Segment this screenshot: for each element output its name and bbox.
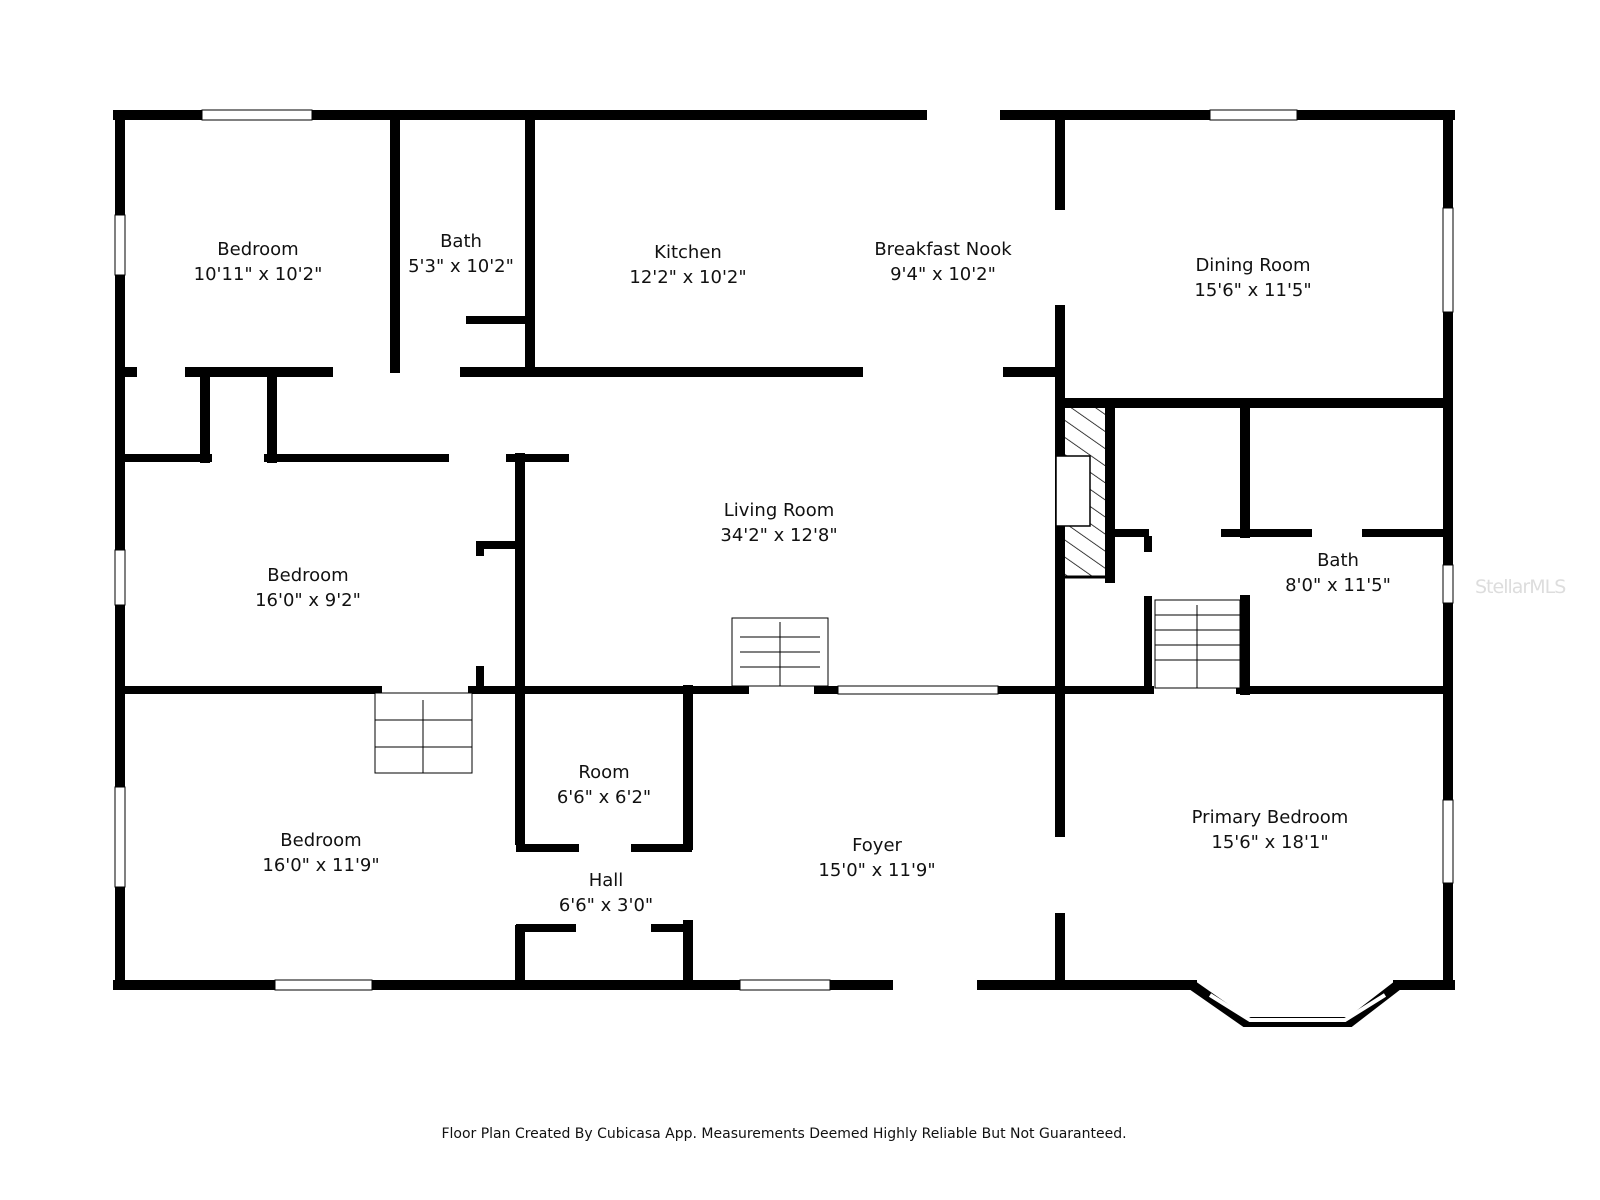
room-name: Breakfast Nook: [874, 239, 1012, 260]
room-name: Bedroom: [280, 830, 362, 851]
room-label-bedroom-3: Bedroom 16'0" x 11'9": [262, 828, 379, 878]
room-name: Primary Bedroom: [1191, 807, 1349, 828]
room-label-bath-2: Bath 8'0" x 11'5": [1285, 548, 1391, 598]
room-label-primary-bedroom: Primary Bedroom 15'6" x 18'1": [1192, 805, 1349, 855]
room-size: 34'2" x 12'8": [720, 525, 838, 546]
watermark: StellarMLS: [1475, 576, 1566, 598]
room-name: Bath: [1317, 550, 1359, 571]
room-size: 8'0" x 11'5": [1285, 575, 1391, 596]
walls: [113, 110, 1455, 990]
room-name: Room: [578, 762, 630, 783]
room-size: 12'2" x 10'2": [629, 267, 747, 288]
room-label-hall: Hall 6'6" x 3'0": [559, 868, 653, 918]
room-size: 16'0" x 11'9": [262, 855, 380, 876]
room-label-bath-1: Bath 5'3" x 10'2": [408, 229, 514, 279]
room-size: 15'0" x 11'9": [818, 860, 936, 881]
room-size: 15'6" x 18'1": [1211, 832, 1329, 853]
room-label-dining-room: Dining Room 15'6" x 11'5": [1194, 253, 1311, 303]
room-name: Foyer: [852, 835, 902, 856]
room-name: Living Room: [723, 500, 835, 521]
room-name: Dining Room: [1195, 255, 1311, 276]
room-name: Hall: [588, 870, 624, 891]
room-label-kitchen: Kitchen 12'2" x 10'2": [629, 240, 746, 290]
room-name: Bath: [440, 231, 482, 252]
stairs: [374, 599, 1241, 774]
room-size: 16'0" x 9'2": [255, 590, 361, 611]
room-size: 10'11" x 10'2": [193, 264, 323, 285]
room-size: 6'6" x 6'2": [556, 787, 652, 808]
windows: [114, 109, 1454, 991]
room-name: Bedroom: [217, 239, 299, 260]
room-label-room: Room 6'6" x 6'2": [557, 760, 651, 810]
room-label-bedroom-2: Bedroom 16'0" x 9'2": [255, 563, 361, 613]
room-size: 15'6" x 11'5": [1194, 280, 1312, 301]
room-size: 9'4" x 10'2": [890, 264, 996, 285]
room-name: Kitchen: [654, 242, 722, 263]
room-size: 6'6" x 3'0": [558, 895, 654, 916]
room-size: 5'3" x 10'2": [408, 256, 514, 277]
footer-disclaimer: Floor Plan Created By Cubicasa App. Meas…: [441, 1126, 1127, 1142]
room-name: Bedroom: [267, 565, 349, 586]
room-label-breakfast-nook: Breakfast Nook 9'4" x 10'2": [874, 237, 1011, 287]
room-label-bedroom-1: Bedroom 10'11" x 10'2": [194, 237, 323, 287]
room-label-living-room: Living Room 34'2" x 12'8": [720, 498, 837, 548]
room-label-foyer: Foyer 15'0" x 11'9": [818, 833, 935, 883]
